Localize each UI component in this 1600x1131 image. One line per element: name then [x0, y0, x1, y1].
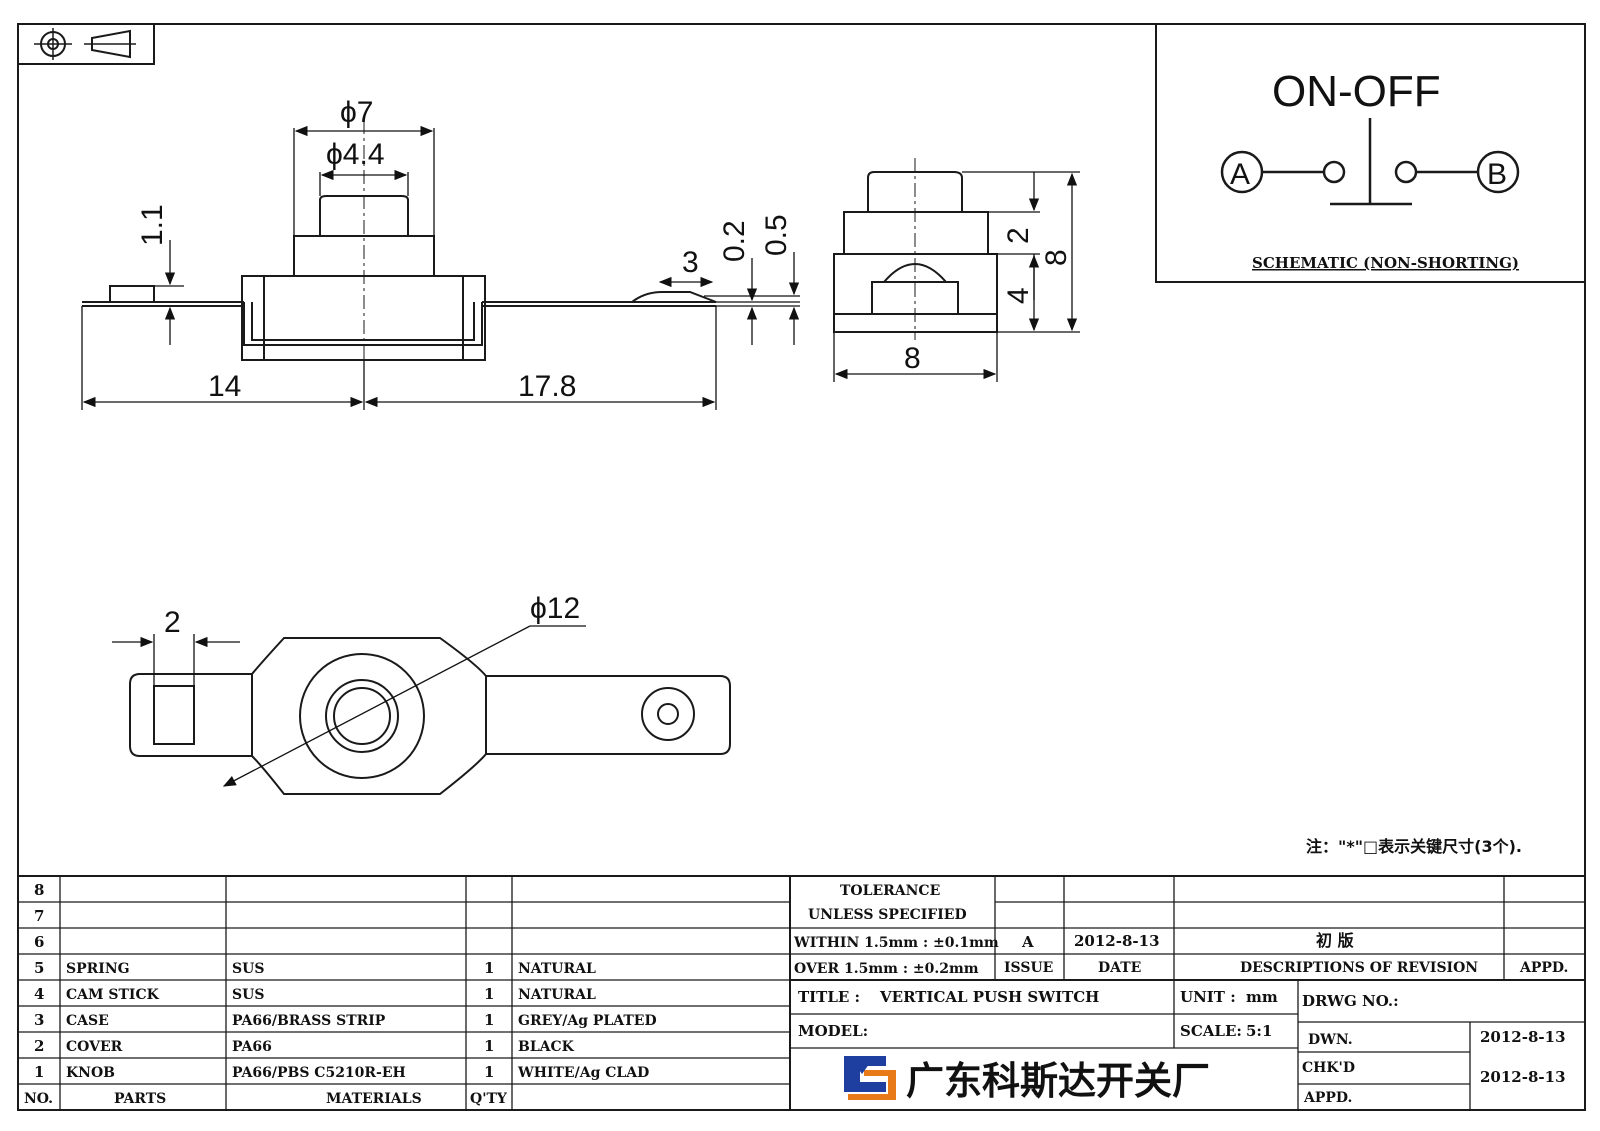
- bom-row-3-parts: CASE: [66, 1013, 109, 1029]
- bom-row-1-finish: WHITE/Ag CLAD: [517, 1065, 649, 1081]
- dim-side-2: 2: [1002, 227, 1035, 244]
- side-view: [833, 158, 998, 340]
- chkd-date: 2012-8-13: [1480, 1068, 1566, 1086]
- unit-label: UNIT :: [1180, 988, 1236, 1006]
- key-dimension-note: 注："*"□表示关键尺寸(3个).: [1306, 837, 1522, 856]
- projection-symbol-icon: [17, 23, 155, 65]
- dim-phi7: ϕ7: [340, 96, 374, 129]
- tolerance-over: OVER 1.5mm : ±0.2mm: [794, 961, 979, 977]
- top-view: [129, 637, 731, 795]
- bom-row-8-no: 8: [34, 881, 44, 899]
- dim-3: 3: [682, 246, 699, 279]
- bom-row-3-qty: 1: [484, 1011, 494, 1029]
- tolerance-within: WITHIN 1.5mm : ±0.1mm: [793, 935, 999, 951]
- dim-side-4: 4: [1002, 287, 1035, 304]
- bom-row-1-parts: KNOB: [66, 1065, 115, 1081]
- schematic-caption: SCHEMATIC (NON-SHORTING): [1252, 254, 1519, 272]
- terminal-a-label: A: [1230, 158, 1250, 191]
- bom-table: 8 7 6 5 SPRING SUS 1 NATURAL 4 CAM STICK…: [24, 881, 657, 1107]
- sheet-border: [17, 23, 1586, 1111]
- scale-label: SCALE:: [1180, 1022, 1242, 1040]
- terminal-b-label: B: [1487, 158, 1507, 191]
- company-name: 广东科斯达开关厂: [906, 1059, 1210, 1103]
- dim-14: 14: [208, 370, 241, 403]
- front-dimension-lines: [81, 125, 800, 410]
- bom-row-5-finish: NATURAL: [518, 961, 596, 977]
- side-dimension-lines: [833, 171, 1080, 382]
- bom-row-6-no: 6: [34, 933, 44, 951]
- dwn-label: DWN.: [1308, 1032, 1353, 1048]
- revision-date-label: DATE: [1098, 960, 1141, 976]
- bom-row-2-qty: 1: [484, 1037, 494, 1055]
- bom-row-5-no: 5: [34, 959, 44, 977]
- dim-top-2: 2: [164, 606, 181, 639]
- revision-appd-label: APPD.: [1519, 960, 1568, 976]
- bom-row-4-finish: NATURAL: [518, 987, 596, 1003]
- bom-row-4-qty: 1: [484, 985, 494, 1003]
- drwg-no-label: DRWG NO.:: [1302, 992, 1399, 1010]
- bom-row-4-no: 4: [34, 985, 44, 1003]
- title-block: TITLE : VERTICAL PUSH SWITCH UNIT : mm D…: [798, 988, 1566, 1106]
- revision-date: 2012-8-13: [1074, 932, 1160, 950]
- bom-row-2-no: 2: [34, 1037, 44, 1055]
- bom-row-1-qty: 1: [484, 1063, 494, 1081]
- bom-row-2-materials: PA66: [232, 1039, 272, 1055]
- dim-17-8: 17.8: [518, 370, 576, 403]
- revision-description: 初 版: [1316, 931, 1354, 950]
- bom-row-7-no: 7: [34, 907, 44, 925]
- dim-0-2: 0.2: [718, 220, 751, 262]
- title-label: TITLE :: [798, 988, 860, 1006]
- bom-header-no: NO.: [24, 1091, 53, 1107]
- bom-header-qty: Q'TY: [470, 1091, 508, 1107]
- appd-label: APPD.: [1303, 1090, 1352, 1106]
- bom-header-parts: PARTS: [114, 1091, 166, 1107]
- unit-value: mm: [1246, 988, 1278, 1006]
- bom-row-1-materials: PA66/PBS C5210R-EH: [232, 1065, 406, 1081]
- bom-row-3-finish: GREY/Ag PLATED: [518, 1013, 657, 1029]
- dim-0-5: 0.5: [760, 214, 793, 256]
- revision-issue: A: [1021, 933, 1034, 951]
- dim-phi4-4: ϕ4.4: [326, 138, 385, 171]
- dim-1-1: 1.1: [136, 204, 169, 246]
- revision-issue-label: ISSUE: [1004, 960, 1053, 976]
- bom-row-5-parts: SPRING: [66, 961, 130, 977]
- tolerance-line1: TOLERANCE: [840, 883, 940, 899]
- chkd-label: CHK'D: [1302, 1060, 1355, 1076]
- front-view: [82, 120, 717, 400]
- schematic-title: ON-OFF: [1272, 67, 1441, 116]
- bom-row-1-no: 1: [34, 1063, 44, 1081]
- title-value: VERTICAL PUSH SWITCH: [879, 988, 1099, 1006]
- scale-value: 5:1: [1246, 1022, 1272, 1040]
- dim-side-8-width: 8: [904, 342, 921, 375]
- bom-header-materials: MATERIALS: [326, 1091, 422, 1107]
- bom-row-3-no: 3: [34, 1011, 44, 1029]
- bom-row-4-materials: SUS: [232, 987, 264, 1003]
- bom-row-2-finish: BLACK: [518, 1039, 575, 1055]
- schematic-panel: ON-OFF A B SCHEMATIC (NON-SHORTING): [1155, 23, 1586, 283]
- dim-phi12: ϕ12: [530, 592, 580, 625]
- bom-row-5-qty: 1: [484, 959, 494, 977]
- bom-row-2-parts: COVER: [66, 1039, 123, 1055]
- dwn-date: 2012-8-13: [1480, 1028, 1566, 1046]
- model-label: MODEL:: [798, 1022, 868, 1040]
- dim-side-8-height: 8: [1040, 249, 1073, 266]
- bom-row-5-materials: SUS: [232, 961, 264, 977]
- tolerance-line2: UNLESS SPECIFIED: [808, 907, 967, 923]
- tolerance-block: TOLERANCE UNLESS SPECIFIED WITHIN 1.5mm …: [793, 883, 999, 977]
- bom-row-4-parts: CAM STICK: [66, 987, 160, 1003]
- bom-row-3-materials: PA66/BRASS STRIP: [232, 1013, 386, 1029]
- revision-block: A 2012-8-13 初 版 ISSUE DATE DESCRIPTIONS …: [1004, 931, 1568, 976]
- top-dimension-lines: [112, 625, 586, 787]
- title-block-grid: [18, 875, 1585, 1110]
- revision-desc-label: DESCRIPTIONS OF REVISION: [1240, 960, 1478, 976]
- company-logo-icon: [844, 1056, 896, 1100]
